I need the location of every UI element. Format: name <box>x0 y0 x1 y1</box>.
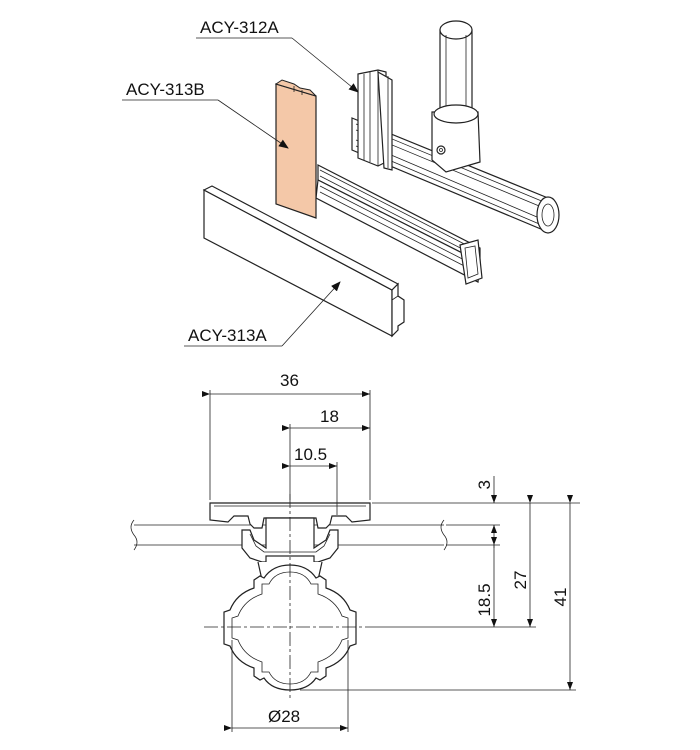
dim-label-10-5: 10.5 <box>294 445 327 464</box>
dim-label-27: 27 <box>511 571 530 590</box>
cross-section-drawing: 36 18 10.5 3 18.5 <box>130 371 580 732</box>
callout-acy-313b: ACY-313B <box>126 80 205 99</box>
callout-leaders <box>122 37 359 347</box>
dim-diameter <box>224 640 349 732</box>
callout-acy-313a: ACY-313A <box>188 326 267 345</box>
callout-acy-312a: ACY-312A <box>200 18 279 37</box>
isometric-assembly: ACY-312A ACY-313B ACY-313A <box>122 18 560 347</box>
dim-10-5 <box>282 462 338 515</box>
dim-18-5 <box>376 537 536 628</box>
dim-label-41: 41 <box>551 588 570 607</box>
dim-label-diameter: Ø28 <box>268 707 300 726</box>
part-acy-313a <box>202 185 405 338</box>
dim-36 <box>202 390 371 500</box>
dim-label-3: 3 <box>475 480 494 489</box>
vertical-pipe-joint <box>431 20 481 173</box>
rail-track <box>315 164 483 285</box>
part-acy-312a <box>357 69 393 171</box>
part-acy-313b <box>274 79 317 219</box>
dim-41 <box>300 495 576 691</box>
dim-label-18-5: 18.5 <box>475 583 494 616</box>
centerlines <box>204 494 376 700</box>
dim-3 <box>372 476 580 548</box>
dim-label-18: 18 <box>320 407 339 426</box>
dim-18 <box>282 424 370 500</box>
dim-label-36: 36 <box>280 371 299 390</box>
